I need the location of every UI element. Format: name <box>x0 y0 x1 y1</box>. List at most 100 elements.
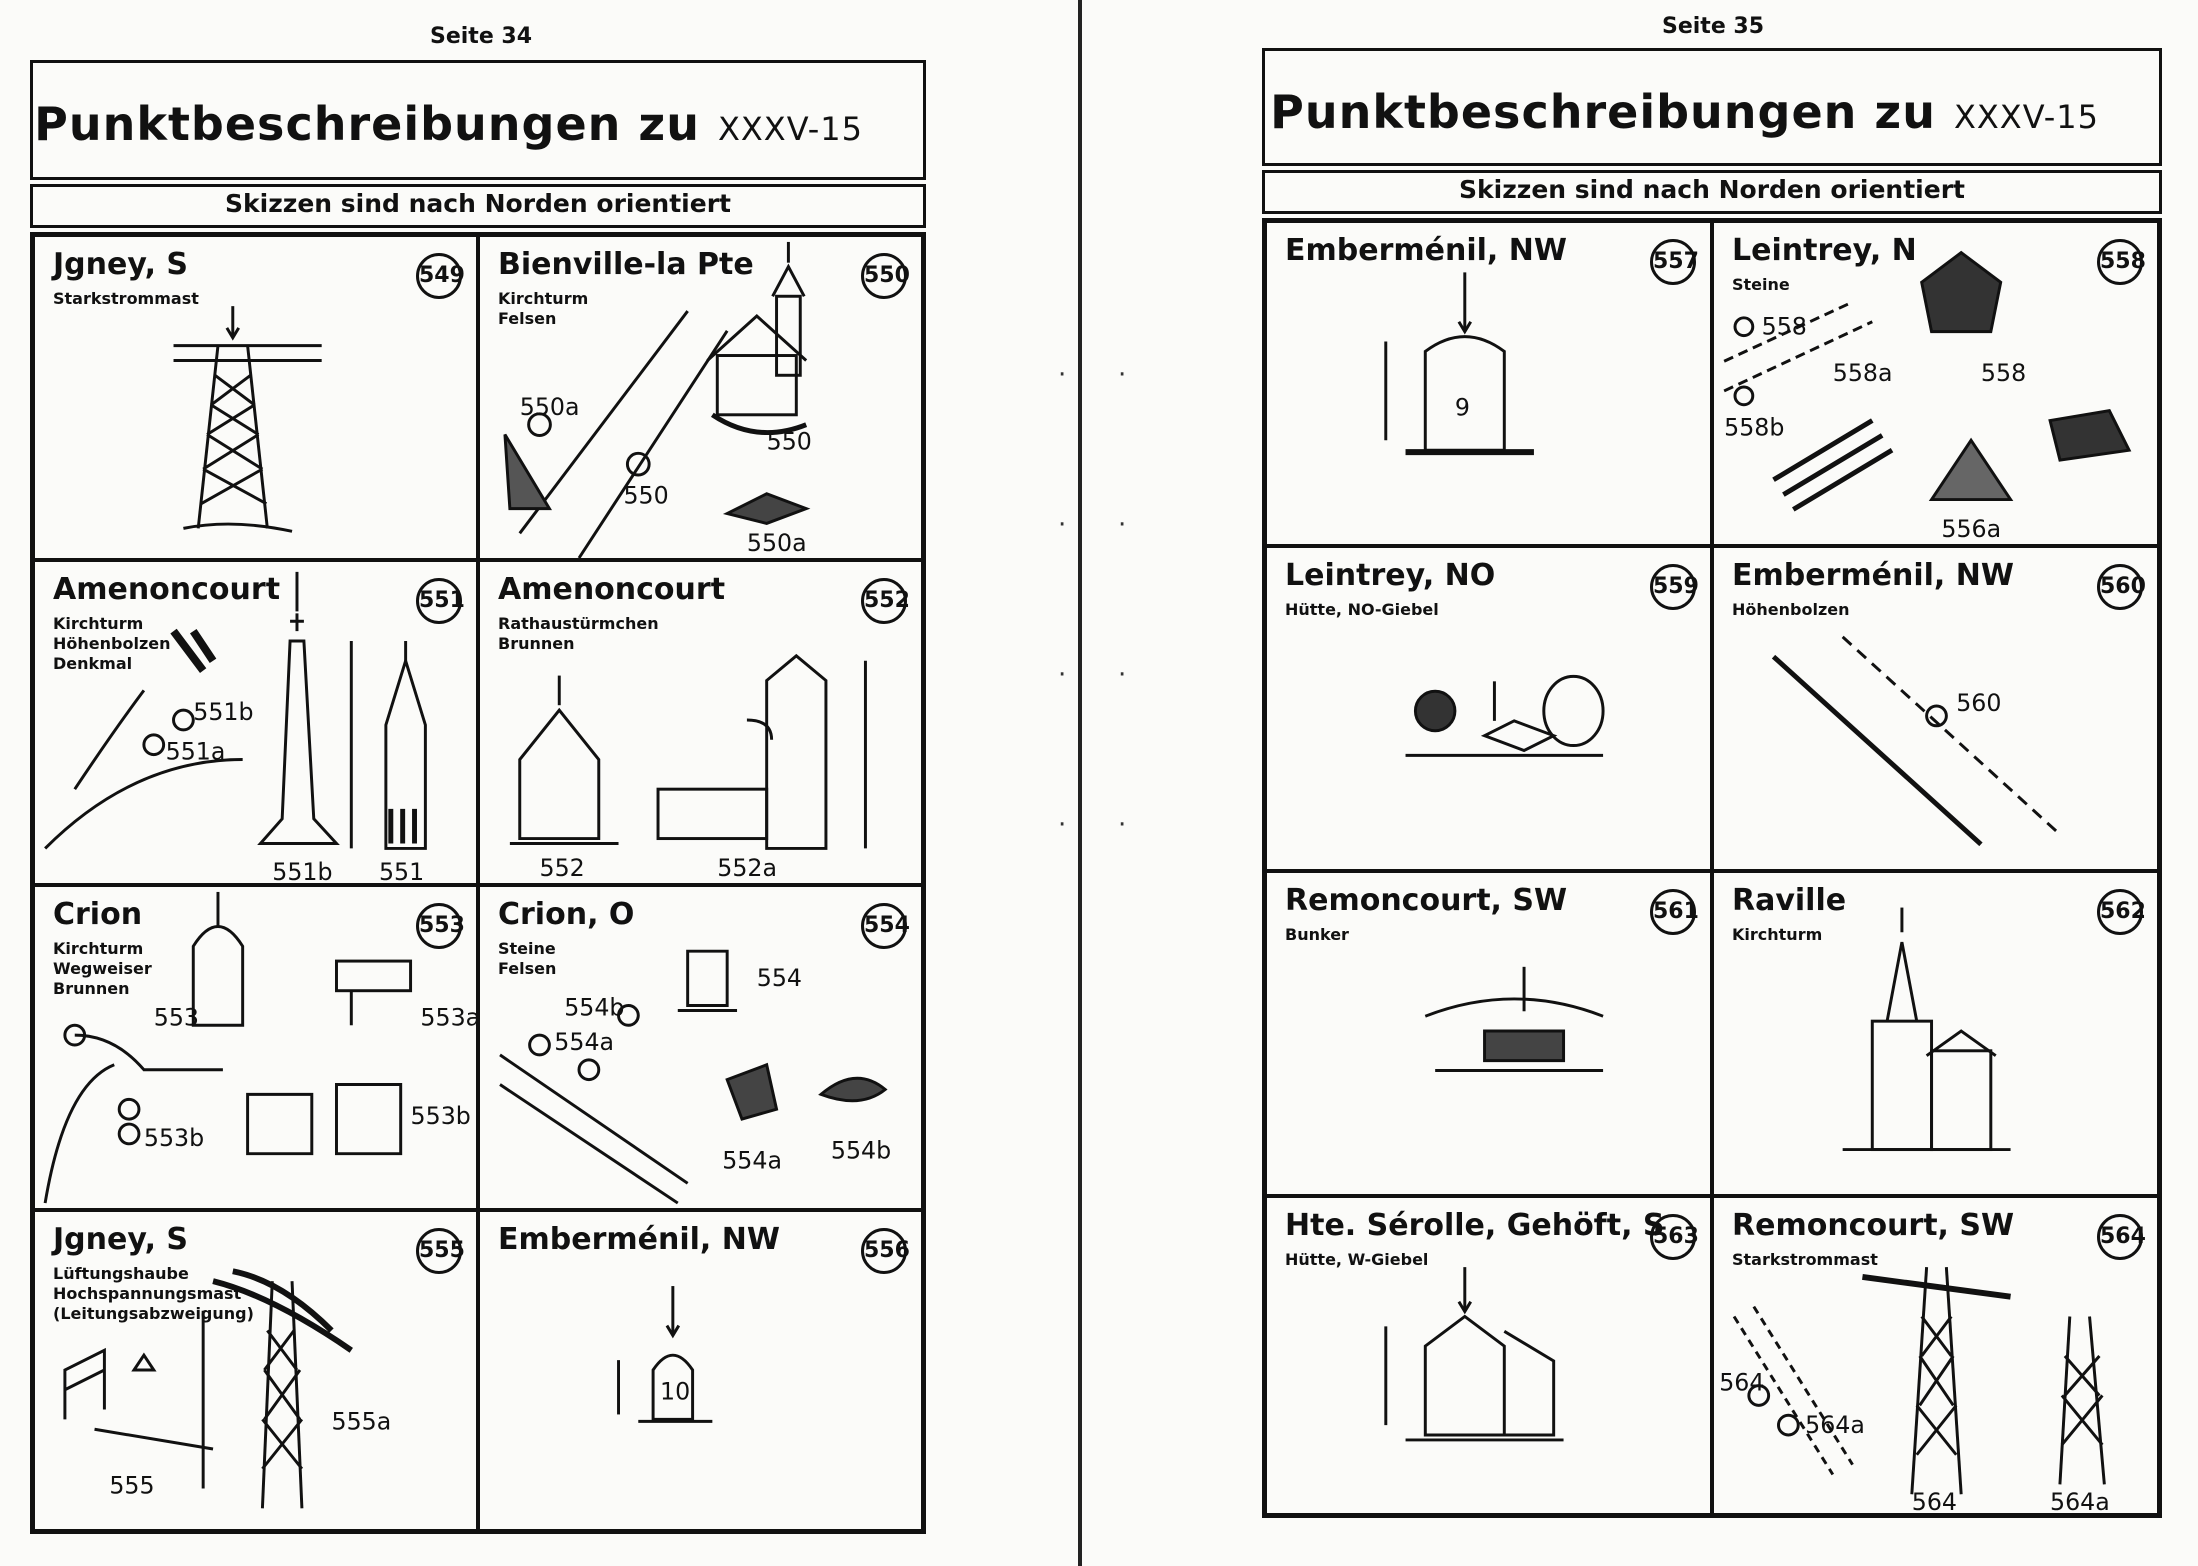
sketch-grid: Emberménil, NW 557 9 Leintrey, N Steine … <box>1262 218 2162 1518</box>
sketch-label: 553a <box>420 1003 476 1031</box>
sketch-label: 558b <box>1724 413 1784 441</box>
point-description: Kirchturm Höhenbolzen Denkmal <box>53 614 171 673</box>
point-cell-560: Emberménil, NW Höhenbolzen 560 560 <box>1712 546 2159 871</box>
point-description: Bunker <box>1285 925 1349 944</box>
point-number: 555 <box>416 1228 465 1274</box>
point-description: Steine Felsen <box>498 939 557 978</box>
sketch-label: 564 <box>1719 1369 1764 1397</box>
page-number: Seite 35 <box>1662 14 1765 39</box>
point-cell-559: Leintrey, NO Hütte, NO-Giebel 559 <box>1265 546 1712 871</box>
sketch-label: 564 <box>1912 1488 1957 1513</box>
rocks-sketch: 558 558a 558b 558 556a <box>1723 250 2132 543</box>
bunker-sketch <box>1424 966 1604 1073</box>
point-cell-550: Bienville-la Pte Kirchturm Felsen 550 55… <box>478 235 923 560</box>
sketch-label: 556a <box>1941 515 2001 543</box>
point-number: 553 <box>416 903 465 949</box>
place-name: Emberménil, NW <box>1285 233 1567 268</box>
sketch-label: 551b <box>193 698 253 726</box>
church-rock-sketch: 550a 550 550 550a <box>503 241 812 558</box>
sketch-label: 553 <box>154 1003 199 1031</box>
sketch-label: 10 <box>660 1378 690 1406</box>
point-cell-563: Hte. Sérolle, Gehöft, S Hütte, W-Giebel … <box>1265 1196 1712 1515</box>
sketch-label: 560 <box>1956 689 2001 717</box>
boundary-stone-sketch: 9 <box>1384 272 1534 456</box>
sketch-label: 558a <box>1833 359 1893 387</box>
place-name: Bienville-la Pte <box>498 247 754 282</box>
point-description: Steine <box>1732 275 1790 294</box>
point-cell-555: Jgney, S Lüftungshaube Hochspannungsmast… <box>33 1210 478 1531</box>
point-cell-553: Crion Kirchturm Wegweiser Brunnen 553 55… <box>33 885 478 1210</box>
point-number: 554 <box>861 903 910 949</box>
point-description: Hütte, NO-Giebel <box>1285 600 1439 619</box>
pylon-sketch <box>173 306 322 533</box>
point-description: Kirchturm Felsen <box>498 289 589 328</box>
point-description: Starkstrommast <box>53 289 199 308</box>
point-cell-557: Emberménil, NW 557 9 <box>1265 221 1712 546</box>
sketch-label: 550a <box>520 393 580 421</box>
church-signpost-sketch: 553 553a 553b 553b <box>43 891 476 1204</box>
sketch-label: 551a <box>166 738 226 766</box>
sketch-grid: Jgney, S Starkstrommast 549 Bienville-la… <box>30 232 926 1534</box>
sketch-label: 558 <box>1981 359 2026 387</box>
place-name: Crion <box>53 897 143 932</box>
page-fold <box>1078 0 1082 1566</box>
point-cell-558: Leintrey, N Steine 558 558 558a 558b 558… <box>1712 221 2159 546</box>
point-number: 564 <box>2097 1214 2146 1260</box>
house-sketch <box>1384 1267 1564 1442</box>
binding-dots: ···· <box>1058 360 1067 840</box>
point-description: Rathaustürmchen Brunnen <box>498 614 659 653</box>
place-name: Emberménil, NW <box>498 1222 780 1257</box>
place-name: Remoncourt, SW <box>1732 1208 2015 1243</box>
place-name: Leintrey, N <box>1732 233 1917 268</box>
point-description: Hütte, W-Giebel <box>1285 1250 1429 1269</box>
point-description: Starkstrommast <box>1732 1250 1878 1269</box>
point-description: Kirchturm <box>1732 925 1823 944</box>
sketch-label: 9 <box>1455 394 1470 422</box>
sketch-label: 550 <box>767 427 812 455</box>
church-sketch <box>1842 907 2011 1152</box>
sketch-label: 558 <box>1762 313 1807 341</box>
subtitle-box: Skizzen sind nach Norden orientiert <box>30 184 926 228</box>
point-number: 556 <box>861 1228 910 1274</box>
hut-sketch <box>1405 674 1605 757</box>
sketch-label: 554 <box>757 964 802 992</box>
place-name: Crion, O <box>498 897 635 932</box>
sketch-label: 551b <box>272 858 332 883</box>
point-cell-561: Remoncourt, SW Bunker 561 <box>1265 871 1712 1196</box>
point-cell-552: Amenoncourt Rathaustürmchen Brunnen 552 … <box>478 560 923 885</box>
point-number: 563 <box>1650 1214 1699 1260</box>
sketch-label: 554b <box>831 1137 891 1165</box>
point-number: 552 <box>861 578 910 624</box>
stones-sketch: 554 554a 554b 554a 554b <box>499 949 891 1205</box>
place-name: Jgney, S <box>53 247 189 282</box>
page-number: Seite 34 <box>430 24 533 49</box>
place-name: Jgney, S <box>53 1222 189 1257</box>
pylon-sketch: 564 564a 564 564a <box>1719 1267 2110 1513</box>
point-number: 549 <box>416 253 465 299</box>
point-number: 551 <box>416 578 465 624</box>
point-cell-554: Crion, O Steine Felsen 554 554 554a 554b… <box>478 885 923 1210</box>
place-name: Amenoncourt <box>498 572 726 607</box>
point-number: 557 <box>1650 239 1699 285</box>
boundary-stone-sketch: 10 <box>617 1286 713 1423</box>
sketch-label: 552a <box>717 854 777 882</box>
point-number: 561 <box>1650 889 1699 935</box>
point-cell-564: Remoncourt, SW Starkstrommast 564 564 56… <box>1712 1196 2159 1515</box>
point-number: 550 <box>861 253 910 299</box>
place-name: Raville <box>1732 883 1847 918</box>
vent-pylon-sketch: 555 555a <box>63 1268 391 1509</box>
sketch-label: 550a <box>747 529 807 557</box>
benchmark-sketch: 560 <box>1771 635 2061 847</box>
place-name: Amenoncourt <box>53 572 281 607</box>
sketch-label: 554a <box>722 1146 782 1174</box>
point-number: 560 <box>2097 564 2146 610</box>
place-name: Emberménil, NW <box>1732 558 2014 593</box>
point-number: 558 <box>2097 239 2146 285</box>
sketch-label: 553b <box>411 1102 471 1130</box>
point-cell-556: Emberménil, NW 556 10 <box>478 1210 923 1531</box>
